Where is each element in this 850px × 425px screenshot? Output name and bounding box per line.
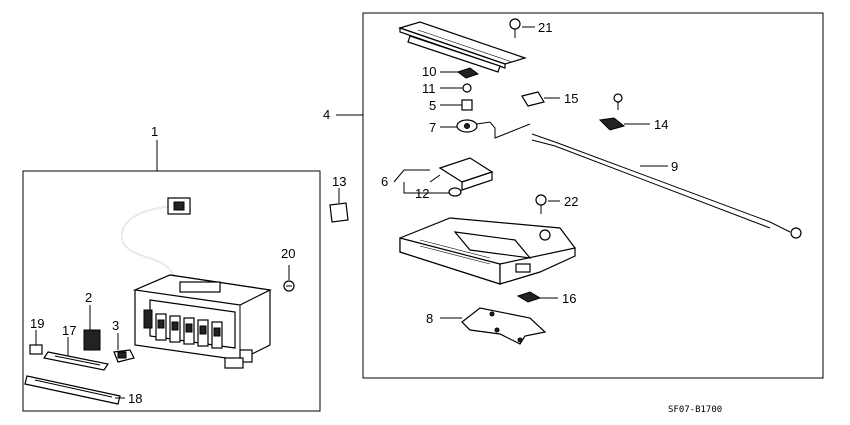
right-assembly-frame <box>362 12 824 379</box>
callout-6: 6 <box>381 174 388 189</box>
part-22-screw <box>535 194 560 214</box>
callout-3: 3 <box>112 318 119 333</box>
part-10-clip <box>440 67 480 79</box>
part-5-collar <box>440 99 473 111</box>
callout-1: 1 <box>151 124 158 139</box>
main-housing <box>399 217 576 285</box>
part-16-pad <box>516 291 558 303</box>
part-3-slider <box>113 333 135 363</box>
part-19-plate <box>29 344 43 355</box>
callout-20: 20 <box>281 246 295 261</box>
callout-16: 16 <box>562 291 576 306</box>
callout-19: 19 <box>30 316 44 331</box>
part-17-strip <box>43 351 109 371</box>
catalog-code: SF07-B1700 <box>668 405 722 415</box>
callout-5: 5 <box>429 98 436 113</box>
part-11-nut <box>440 83 472 93</box>
part-9-cable <box>531 133 802 239</box>
callout-13: 13 <box>332 174 346 189</box>
callout-2: 2 <box>85 290 92 305</box>
callout-18: 18 <box>128 391 142 406</box>
callout-10: 10 <box>422 64 436 79</box>
callout-17: 17 <box>62 323 76 338</box>
part-8-bracket <box>440 307 547 345</box>
callout-15: 15 <box>564 91 578 106</box>
callout-8: 8 <box>426 311 433 326</box>
part-12-bulb <box>430 187 462 197</box>
heater-control-unit <box>132 274 272 369</box>
top-lever-plate <box>398 21 527 73</box>
callout-14: 14 <box>654 117 668 132</box>
callout-11: 11 <box>422 81 436 96</box>
callout-22: 22 <box>564 194 578 209</box>
part-15-clamp <box>521 91 560 107</box>
part-13-grommet <box>329 188 349 223</box>
callout-7: 7 <box>429 120 436 135</box>
callout-21: 21 <box>538 20 552 35</box>
part-21-screw <box>509 18 535 38</box>
callout-12: 12 <box>415 186 429 201</box>
part-7-lever <box>440 119 531 139</box>
left-assembly-frame <box>22 170 321 412</box>
part-18-panel <box>24 375 125 405</box>
callout-9: 9 <box>671 159 678 174</box>
part-20-screw <box>283 265 295 292</box>
callout-4: 4 <box>323 107 330 122</box>
part-14-clamp <box>598 93 650 131</box>
part-6-actuator <box>393 157 494 194</box>
part-2-knob <box>83 305 101 351</box>
wire-harness <box>121 197 206 289</box>
